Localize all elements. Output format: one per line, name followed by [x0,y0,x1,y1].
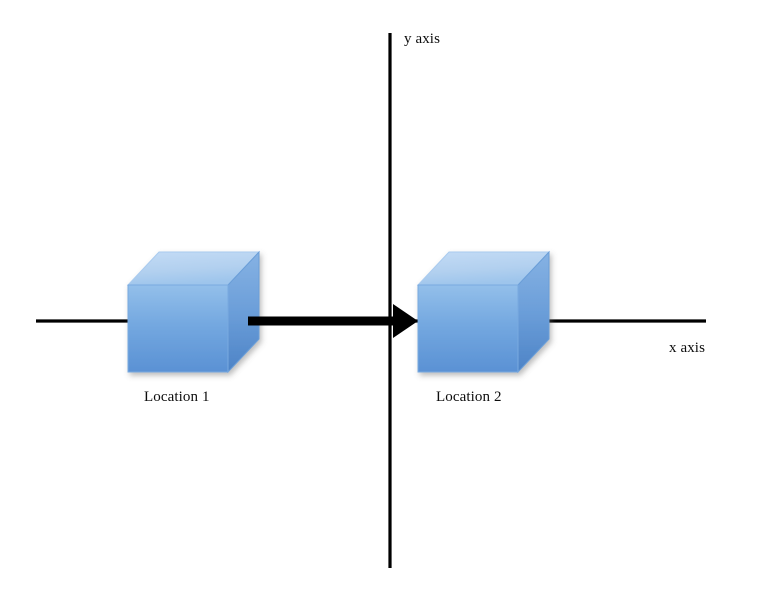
cube-location-2 [416,250,551,374]
cube-2-front-face [417,284,519,373]
movement-arrow [248,304,418,338]
arrow-head-icon [393,304,418,338]
cube-location-1 [126,250,261,374]
y-axis-label: y axis [404,31,441,47]
arrow-shaft [248,316,396,326]
cube-label-location-2: Location 2 [436,389,502,405]
cube-label-location-1: Location 1 [144,389,210,405]
x-axis-label: x axis [669,340,706,356]
cube-1-front-face [127,284,229,373]
